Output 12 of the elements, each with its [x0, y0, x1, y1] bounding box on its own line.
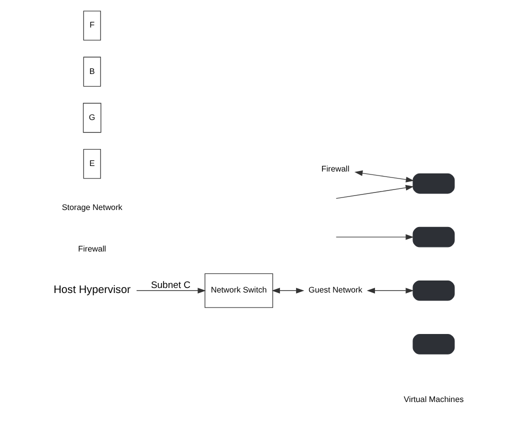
arrow: [136, 288, 206, 294]
node-box: [412, 280, 455, 301]
arrow: [336, 184, 414, 199]
arrow: [354, 170, 414, 182]
node-box: [412, 334, 455, 354]
node-text: Host Hypervisor: [54, 284, 131, 296]
node-box: [412, 173, 455, 194]
arrow: [272, 288, 304, 294]
arrow: [366, 288, 414, 294]
edge-label: Subnet C: [150, 280, 190, 292]
node-box: [412, 226, 455, 248]
arrow: [336, 234, 414, 240]
